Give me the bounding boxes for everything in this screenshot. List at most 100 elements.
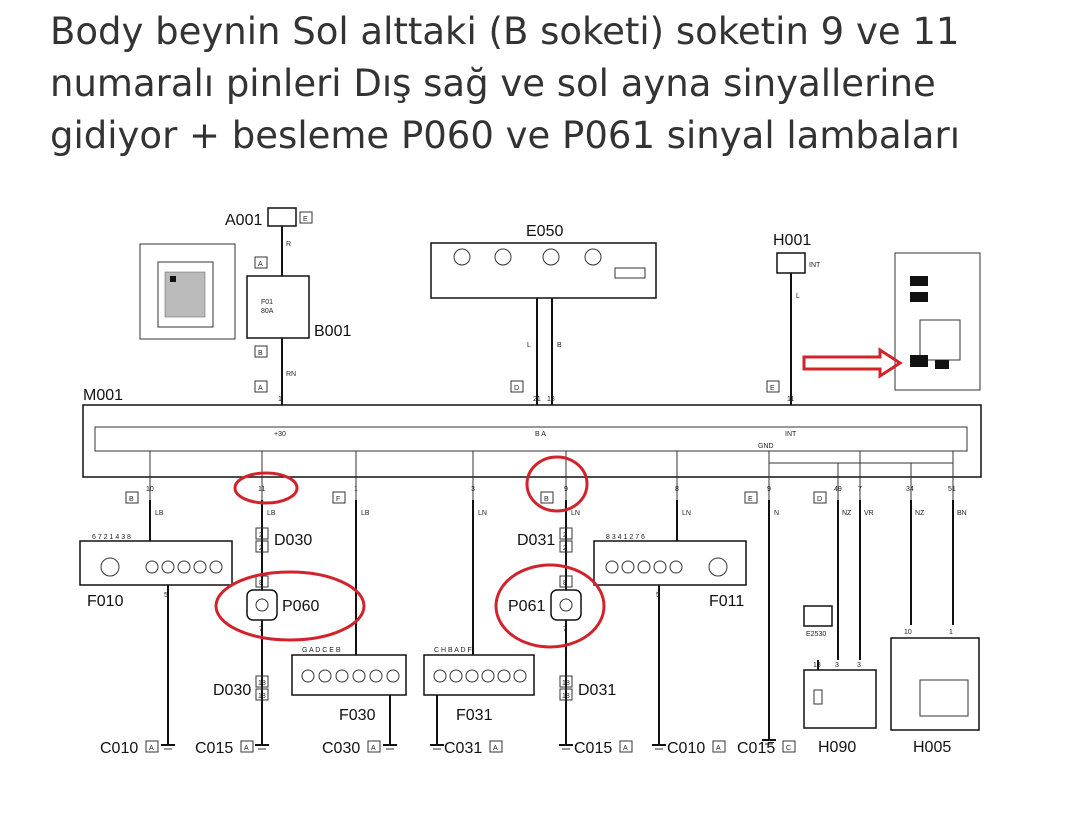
mirror-switch-icons xyxy=(453,248,646,279)
pin-51: 51 xyxy=(948,486,956,493)
d031-pin-2a: 2 xyxy=(563,532,567,539)
wire-n-gnd: N xyxy=(774,510,779,517)
h005-switch xyxy=(890,637,980,731)
red-circle-p061 xyxy=(494,563,606,649)
a001-connector: E xyxy=(303,216,308,223)
p060-pin-8: 8 xyxy=(259,580,263,587)
ground-c015-mid: C015 xyxy=(574,740,612,757)
wire-rn: RN xyxy=(286,371,296,378)
b001-conn-a: A xyxy=(258,261,263,268)
b001-label: B001 xyxy=(314,323,351,340)
sun-sensor-icon xyxy=(803,605,833,627)
ground-c010-right-conn: A xyxy=(716,745,721,752)
pin-9: 9 xyxy=(564,486,568,493)
wire-lb-2: LB xyxy=(267,510,276,517)
d030-label-bottom: D030 xyxy=(213,682,251,699)
d030-pin-18b: 18 xyxy=(258,693,266,700)
caption: Body beynin Sol alttaki (B soketi) soket… xyxy=(50,6,1050,162)
f011-pin-5: 5 xyxy=(656,592,660,599)
pin-11-top: 11 xyxy=(787,396,794,403)
f010-label: F010 xyxy=(87,593,124,610)
module-ba: B A xyxy=(535,431,546,438)
fuse-rating: 80A xyxy=(261,308,274,315)
pin-18: 18 xyxy=(547,396,555,403)
h001-int: INT xyxy=(809,262,821,269)
ground-c031-conn: A xyxy=(493,745,498,752)
h090-label: H090 xyxy=(818,739,856,756)
ground-c031: C031 xyxy=(444,740,482,757)
conn-b-mid: B xyxy=(544,496,549,503)
p060-lamp-icon xyxy=(246,589,278,621)
p061-pin-8: 8 xyxy=(563,580,567,587)
pin-7: 7 xyxy=(858,486,862,493)
f011-label: F011 xyxy=(709,593,744,610)
fusebox-thumbnail xyxy=(139,243,236,340)
f031-switch xyxy=(423,654,535,696)
f031-icons xyxy=(433,669,527,683)
wire-ln-3: LN xyxy=(682,510,691,517)
p061-pin-7: 7 xyxy=(563,626,567,633)
caption-line-3: gidiyor + besleme P060 ve P061 sinyal la… xyxy=(50,114,960,157)
conn-d: D xyxy=(817,496,822,503)
wire-lb-1: LB xyxy=(155,510,164,517)
pin-8: 8 xyxy=(675,486,679,493)
e2530-label: E2530 xyxy=(806,631,826,638)
d031-pin-18b: 18 xyxy=(562,693,570,700)
m001-module xyxy=(82,404,982,478)
pin-10: 10 xyxy=(146,486,154,493)
pin-9b: 9 xyxy=(767,486,771,493)
body-module-thumbnail xyxy=(894,252,981,391)
wire-nz-2: NZ xyxy=(915,510,925,517)
pin-1-top: 1 xyxy=(278,396,282,403)
wire-l-e050: L xyxy=(527,342,531,349)
module-int: INT xyxy=(785,431,797,438)
ground-c030: C030 xyxy=(322,740,360,757)
ground-c010-left: C010 xyxy=(100,740,138,757)
p061-lamp-icon xyxy=(550,589,582,621)
ground-c015-left: C015 xyxy=(195,740,233,757)
m001-pins xyxy=(149,451,954,500)
battery-icon xyxy=(267,207,297,227)
wire-nz-1: NZ xyxy=(842,510,852,517)
module-gnd: GND xyxy=(758,443,774,450)
f011-pins: 8 3 4 1 2 7 6 xyxy=(606,534,645,541)
pin-34: 34 xyxy=(906,486,914,493)
conn-e: E xyxy=(748,496,753,503)
pin-21: 21 xyxy=(533,396,541,403)
conn-f: F xyxy=(336,496,340,503)
f031-label: F031 xyxy=(456,707,493,724)
ground-c015-left-conn: A xyxy=(244,745,249,752)
ground-c030-conn: A xyxy=(371,745,376,752)
wires xyxy=(149,500,954,745)
red-circle-p060 xyxy=(214,570,366,642)
wire-ln-1: LN xyxy=(478,510,487,517)
red-arrow xyxy=(802,347,903,379)
ground-c015-mid-conn: A xyxy=(623,745,628,752)
e050-switch xyxy=(430,242,657,299)
red-circle-pin-11 xyxy=(233,471,299,505)
wire-vr: VR xyxy=(864,510,874,517)
m001-label: M001 xyxy=(83,387,123,404)
d031-label-bottom: D031 xyxy=(578,682,616,699)
wire-b-e050: B xyxy=(557,342,562,349)
caption-line-1: Body beynin Sol alttaki (B soketi) soket… xyxy=(50,10,960,53)
f030-switch xyxy=(291,654,407,696)
wire-ln-2: LN xyxy=(571,510,580,517)
d031-label-top: D031 xyxy=(517,532,555,549)
h001-label: H001 xyxy=(773,232,811,249)
f011-mirror xyxy=(593,540,747,586)
d031-pin-2b: 2 xyxy=(563,545,567,552)
wire-lb-3: LB xyxy=(361,510,370,517)
f011-motor-icons xyxy=(605,557,728,577)
d031-pin-18a: 18 xyxy=(562,680,570,687)
ground-c015-right-conn: C xyxy=(786,745,791,752)
f030-label: F030 xyxy=(339,707,376,724)
caption-line-2: numaralı pinleri Dış sağ ve sol ayna sin… xyxy=(50,62,936,105)
wire-l-h001: L xyxy=(796,293,800,300)
ground-c010-right: C010 xyxy=(667,740,705,757)
f030-pins: G A D C E B xyxy=(302,647,341,654)
h090-module xyxy=(803,669,877,729)
m001-conn-e: E xyxy=(770,385,775,392)
module-plus30: +30 xyxy=(274,431,286,438)
